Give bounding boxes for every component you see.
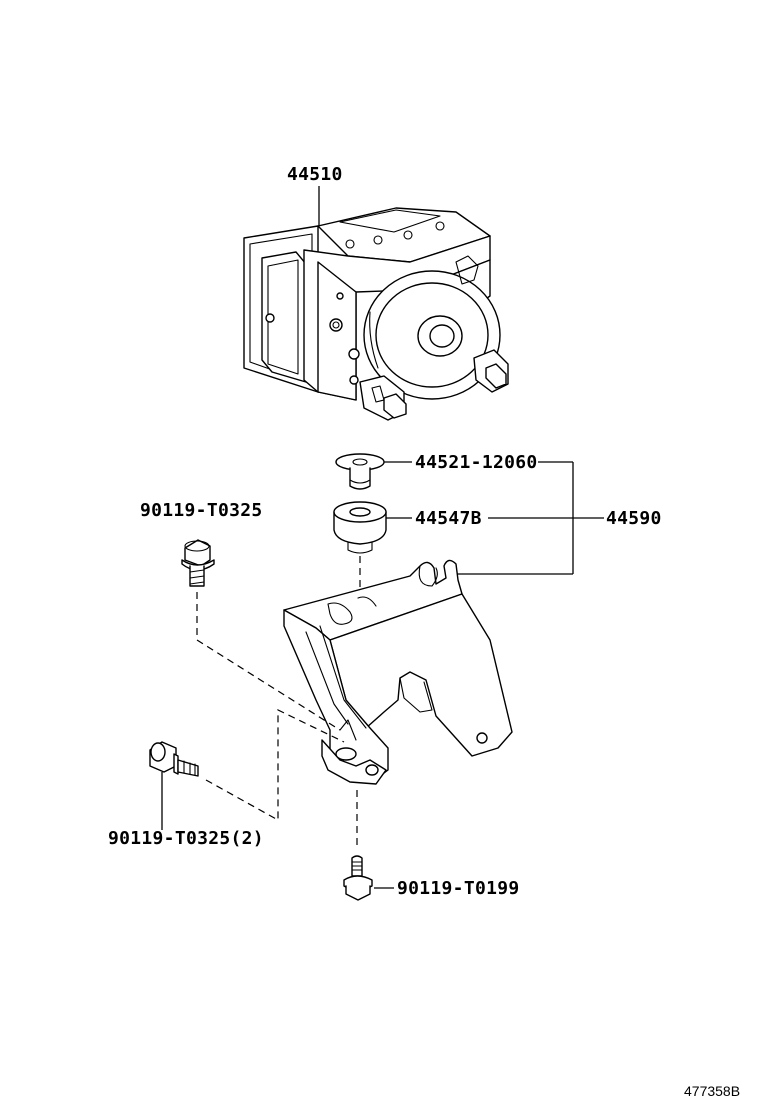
- label-44590: 44590: [606, 508, 662, 529]
- bolt-90119-t0325[interactable]: [181, 539, 215, 587]
- abs-actuator-44510[interactable]: [243, 207, 509, 421]
- label-44547b: 44547B: [415, 508, 482, 529]
- cushion-44521-12060[interactable]: [335, 453, 385, 490]
- bolt-90119-t0199[interactable]: [343, 855, 373, 901]
- label-bolt-left: 90119-T0325(2): [108, 828, 264, 849]
- label-44521-12060: 44521-12060: [415, 452, 538, 473]
- bracket-44590[interactable]: [283, 559, 513, 785]
- label-44510: 44510: [287, 164, 343, 185]
- label-bolt-bottom: 90119-T0199: [397, 878, 520, 899]
- label-bolt-top: 90119-T0325: [140, 500, 263, 521]
- bolt-90119-t0325-2[interactable]: [149, 741, 199, 777]
- cushion-44547b[interactable]: [333, 501, 387, 554]
- drawing-id: 477358B: [684, 1083, 740, 1099]
